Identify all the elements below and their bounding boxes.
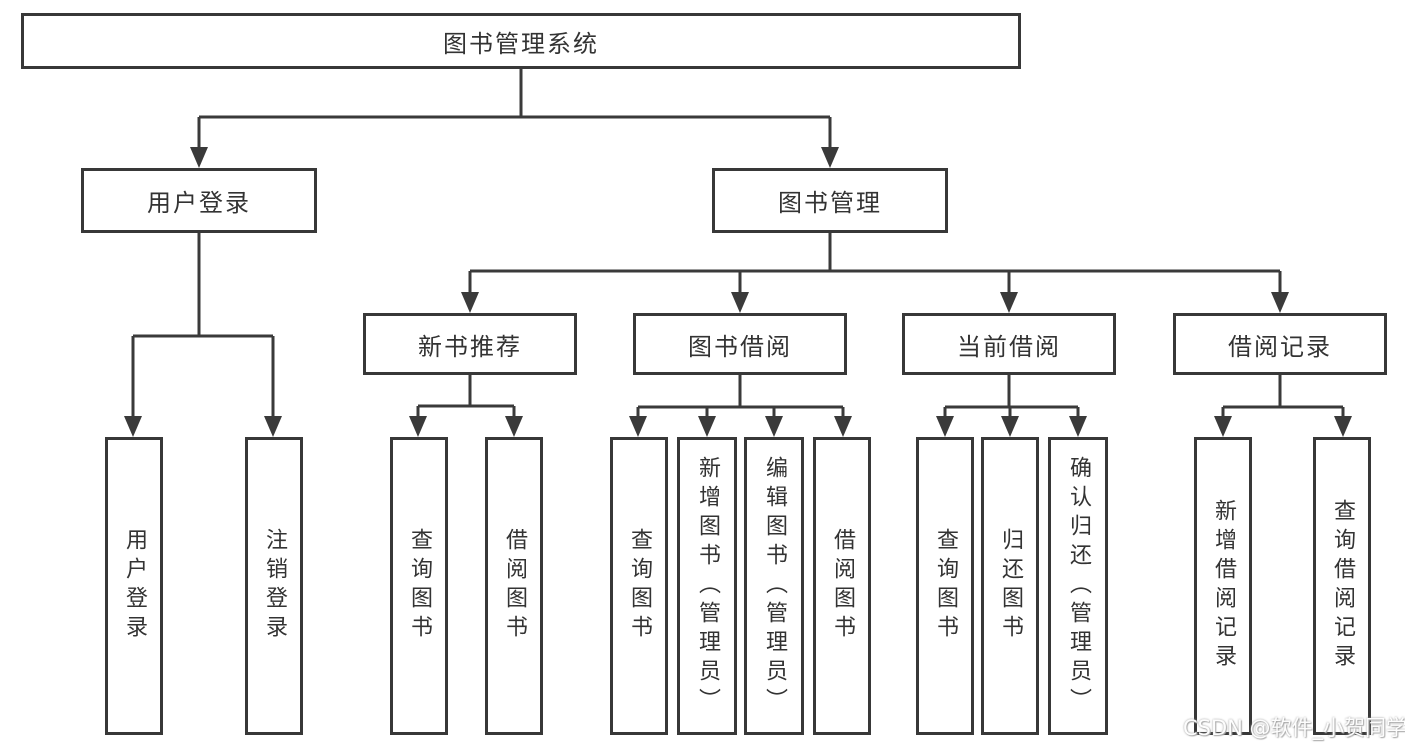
leaf-label: 注销登录	[262, 528, 287, 644]
leaf-add-books-admin: 新增图书（管理员）	[677, 437, 737, 735]
arrowhead-down-icon	[765, 416, 783, 437]
leaf-label: 归还图书	[998, 528, 1023, 644]
arrowhead-down-icon	[264, 416, 282, 437]
leaf-label: 新增借阅记录	[1211, 499, 1236, 673]
node-library-management-system: 图书管理系统	[21, 13, 1021, 69]
node-label: 用户登录	[147, 189, 251, 217]
node-label: 图书管理系统	[443, 29, 599, 58]
node-label: 新书推荐	[418, 332, 522, 361]
leaf-label: 编辑图书（管理员）	[762, 455, 787, 717]
leaf-confirm-return-admin: 确认归还（管理员）	[1048, 437, 1108, 735]
leaf-edit-books-admin: 编辑图书（管理员）	[744, 437, 804, 735]
node-current-borrowing: 当前借阅	[902, 313, 1116, 375]
arrowhead-down-icon	[629, 416, 647, 437]
arrowhead-down-icon	[1000, 292, 1018, 313]
leaf-label: 用户登录	[122, 528, 147, 644]
leaf-query-books-borrowing: 查询图书	[610, 437, 668, 735]
node-borrowing-records: 借阅记录	[1173, 313, 1387, 375]
leaf-query-books-recommend: 查询图书	[390, 437, 448, 735]
node-label: 当前借阅	[957, 332, 1061, 361]
node-new-book-recommendation: 新书推荐	[363, 313, 577, 375]
node-user-login: 用户登录	[81, 168, 317, 233]
arrowhead-down-icon	[1001, 416, 1019, 437]
arrowhead-down-icon	[821, 147, 839, 168]
arrowhead-down-icon	[1069, 416, 1087, 437]
leaf-label: 借阅图书	[830, 528, 855, 644]
leaf-label: 查询图书	[933, 528, 958, 644]
arrowhead-down-icon	[731, 292, 749, 313]
leaf-label: 查询借阅记录	[1330, 499, 1355, 673]
node-book-borrowing: 图书借阅	[633, 313, 847, 375]
arrowhead-down-icon	[1271, 292, 1289, 313]
node-label: 图书管理	[778, 189, 882, 217]
arrowhead-down-icon	[124, 416, 142, 437]
node-book-management: 图书管理	[712, 168, 948, 233]
leaf-add-borrow-record: 新增借阅记录	[1194, 437, 1252, 735]
node-label: 图书借阅	[688, 332, 792, 361]
arrowhead-down-icon	[409, 416, 427, 437]
leaf-label: 借阅图书	[502, 528, 527, 644]
leaf-return-books: 归还图书	[981, 437, 1039, 735]
arrowhead-down-icon	[190, 147, 208, 168]
leaf-label: 查询图书	[627, 528, 652, 644]
arrowhead-down-icon	[698, 416, 716, 437]
arrowhead-down-icon	[834, 416, 852, 437]
arrowhead-down-icon	[505, 416, 523, 437]
csdn-watermark: CSDN @软件_小贺同学	[1183, 716, 1405, 740]
leaf-label: 新增图书（管理员）	[695, 455, 720, 717]
leaf-query-books-current: 查询图书	[916, 437, 974, 735]
arrowhead-down-icon	[936, 416, 954, 437]
leaf-label: 确认归还（管理员）	[1066, 455, 1091, 717]
leaf-query-borrow-record: 查询借阅记录	[1313, 437, 1371, 735]
leaf-borrow-books-recommend: 借阅图书	[485, 437, 543, 735]
leaf-label: 查询图书	[407, 528, 432, 644]
leaf-logout: 注销登录	[245, 437, 303, 735]
node-label: 借阅记录	[1228, 332, 1332, 361]
arrowhead-down-icon	[1214, 416, 1232, 437]
arrowhead-down-icon	[1334, 416, 1352, 437]
arrowhead-down-icon	[461, 292, 479, 313]
leaf-user-login: 用户登录	[105, 437, 163, 735]
leaf-borrow-books-borrowing: 借阅图书	[813, 437, 871, 735]
